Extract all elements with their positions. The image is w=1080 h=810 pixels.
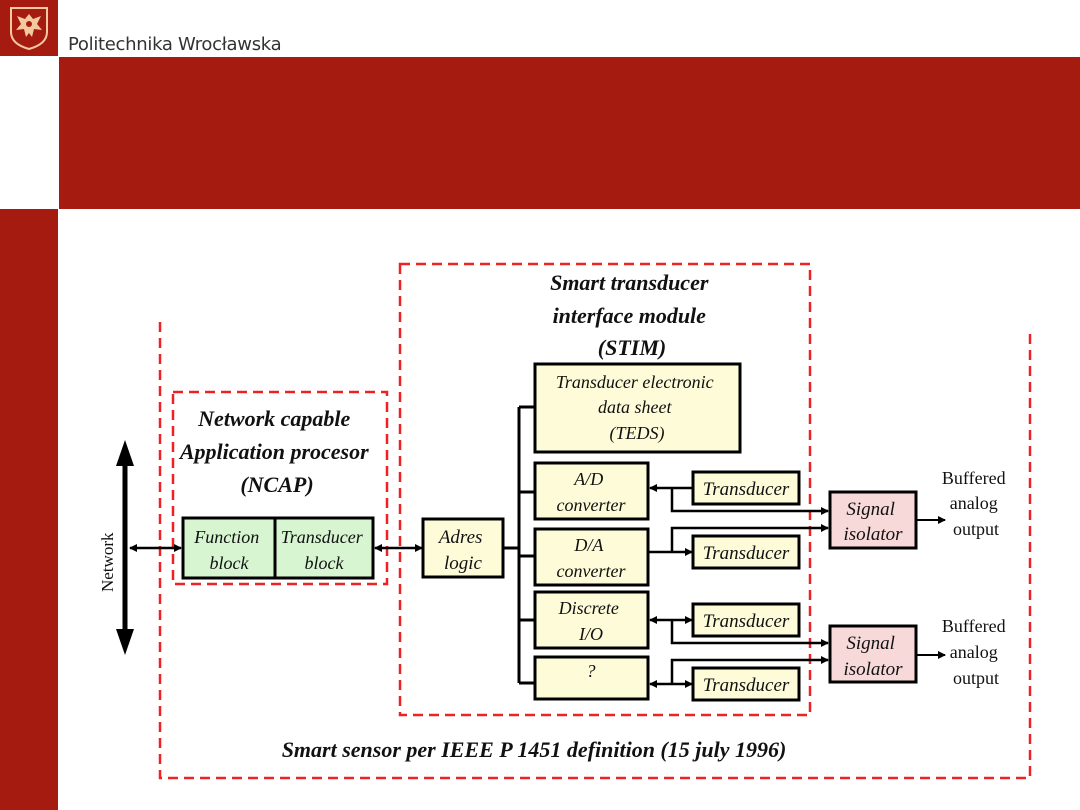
svg-text:Transducer block: Transducer block	[281, 527, 368, 573]
network-bus-arrow	[116, 440, 134, 655]
svg-text:A/D converter: A/D converter	[557, 469, 627, 515]
svg-text:Signal isolator: Signal isolator	[843, 633, 903, 680]
svg-text:Transducer: Transducer	[703, 479, 790, 500]
svg-text:Signal isolator: Signal isolator	[843, 499, 903, 545]
isolator-2-output-label: Buffered analog output	[942, 616, 1010, 688]
isolator-1-output-label: Buffered analog output	[942, 468, 1010, 539]
signal-isolator-1: Signal isolator	[828, 490, 918, 550]
transducer-block: Transducer block	[273, 516, 375, 580]
adres-logic-block: Adres logic	[421, 517, 505, 579]
svg-text:Transducer: Transducer	[703, 675, 790, 696]
transducer-4: Transducer	[691, 666, 801, 702]
left-accent-strip	[0, 209, 58, 810]
stim-title: Smart transducer interface module (STIM)	[550, 270, 714, 360]
signal-isolator-2: Signal isolator	[828, 624, 918, 684]
logo	[0, 0, 58, 56]
transducer-3: Transducer	[691, 602, 801, 638]
ad-converter-block: A/D converter	[533, 461, 650, 521]
diagram-caption: Smart sensor per IEEE P 1451 definition …	[282, 737, 787, 762]
function-block: Function block	[181, 516, 277, 580]
svg-text:Transducer: Transducer	[703, 611, 790, 632]
institution-name: Politechnika Wrocławska	[68, 34, 282, 55]
transducer-connections	[648, 484, 829, 688]
eagle-crest-icon	[10, 7, 48, 50]
ncap-boundary	[171, 390, 389, 586]
svg-text:Discrete I/O: Discrete I/O	[558, 598, 624, 644]
transducer-1: Transducer	[691, 470, 801, 506]
ncap-title: Network capable Application procesor (NC…	[178, 406, 374, 497]
svg-text:?: ?	[587, 661, 596, 681]
title-band	[59, 57, 1080, 209]
network-label: Network	[98, 532, 117, 592]
discrete-io-block: Discrete I/O	[533, 590, 650, 650]
da-converter-block: D/A converter	[533, 527, 650, 587]
svg-text:Transducer electronic da: Transducer electronic data sheet (TEDS)	[556, 372, 718, 444]
stim-internal-bus	[503, 405, 535, 685]
svg-text:Function block: Function block	[193, 527, 264, 573]
stim-boundary	[398, 262, 812, 717]
unknown-block: ?	[533, 655, 650, 701]
svg-text:Transducer: Transducer	[703, 543, 790, 564]
svg-text:Adres logic: Adres logic	[437, 527, 487, 574]
transducer-2: Transducer	[691, 534, 801, 570]
svg-text:D/A converter: D/A converter	[557, 535, 627, 581]
teds-block: Transducer electronic data sheet (TEDS)	[533, 362, 742, 454]
